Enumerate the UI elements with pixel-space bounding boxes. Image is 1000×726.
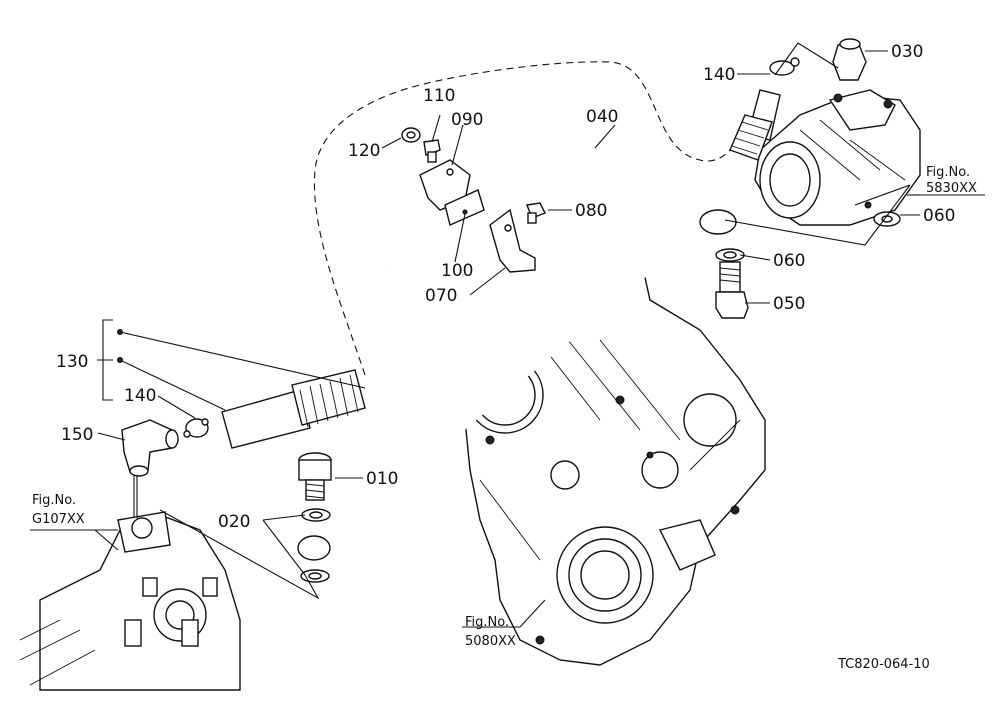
hose-top-right xyxy=(729,89,781,161)
banjo-bolt-050 xyxy=(715,261,749,319)
hydraulic-pump xyxy=(754,89,921,226)
washer-020 xyxy=(300,508,331,583)
callout-060-upper: 060 xyxy=(923,206,955,226)
callout-040: 040 xyxy=(586,107,618,127)
callout-110: 110 xyxy=(423,86,455,106)
callout-020: 020 xyxy=(218,512,250,532)
elbow-030 xyxy=(832,38,867,81)
fig-ref-g107-line1: Fig.No. xyxy=(32,493,76,508)
callout-140-upper: 140 xyxy=(703,65,735,85)
bolt-080 xyxy=(526,202,546,224)
hose-130 xyxy=(221,369,366,449)
fig-ref-5080-line2: 5080XX xyxy=(465,634,516,649)
callout-070: 070 xyxy=(425,286,457,306)
left-valve-housing xyxy=(19,511,241,691)
drawing-code: TC820-064-10 xyxy=(837,657,930,672)
figure-references: Fig.No. 5830XX Fig.No. 5080XX Fig.No. G1… xyxy=(32,165,977,649)
callout-080: 080 xyxy=(575,201,607,221)
bracket-070 xyxy=(489,208,536,273)
elbow-150 xyxy=(121,419,179,477)
callout-050: 050 xyxy=(773,294,805,314)
clamp-140-left xyxy=(183,418,209,438)
callout-120: 120 xyxy=(348,141,380,161)
leader-lines xyxy=(30,42,985,628)
callout-130: 130 xyxy=(56,352,88,372)
clamp-140-top xyxy=(769,57,800,76)
callout-150: 150 xyxy=(61,425,93,445)
clip-090 xyxy=(419,159,471,211)
fig-ref-5830-line2: 5830XX xyxy=(926,181,977,196)
callout-090: 090 xyxy=(451,110,483,130)
banjo-bolt-010 xyxy=(298,452,332,501)
callout-060-lower: 060 xyxy=(773,251,805,271)
pipe-assembly xyxy=(297,61,741,561)
fig-ref-5080-line1: Fig.No. xyxy=(465,615,509,630)
callout-labels: 010 020 030 040 050 060 060 070 080 090 … xyxy=(56,42,955,532)
callout-100: 100 xyxy=(441,261,473,281)
fig-ref-g107-line2: G107XX xyxy=(32,512,85,527)
fig-ref-5830-line1: Fig.No. xyxy=(926,165,970,180)
callout-010: 010 xyxy=(366,469,398,489)
bolt-110 xyxy=(423,139,441,163)
nut-120 xyxy=(401,127,421,143)
callout-030: 030 xyxy=(891,42,923,62)
grommet-100 xyxy=(444,189,485,226)
callout-140-lower: 140 xyxy=(124,386,156,406)
